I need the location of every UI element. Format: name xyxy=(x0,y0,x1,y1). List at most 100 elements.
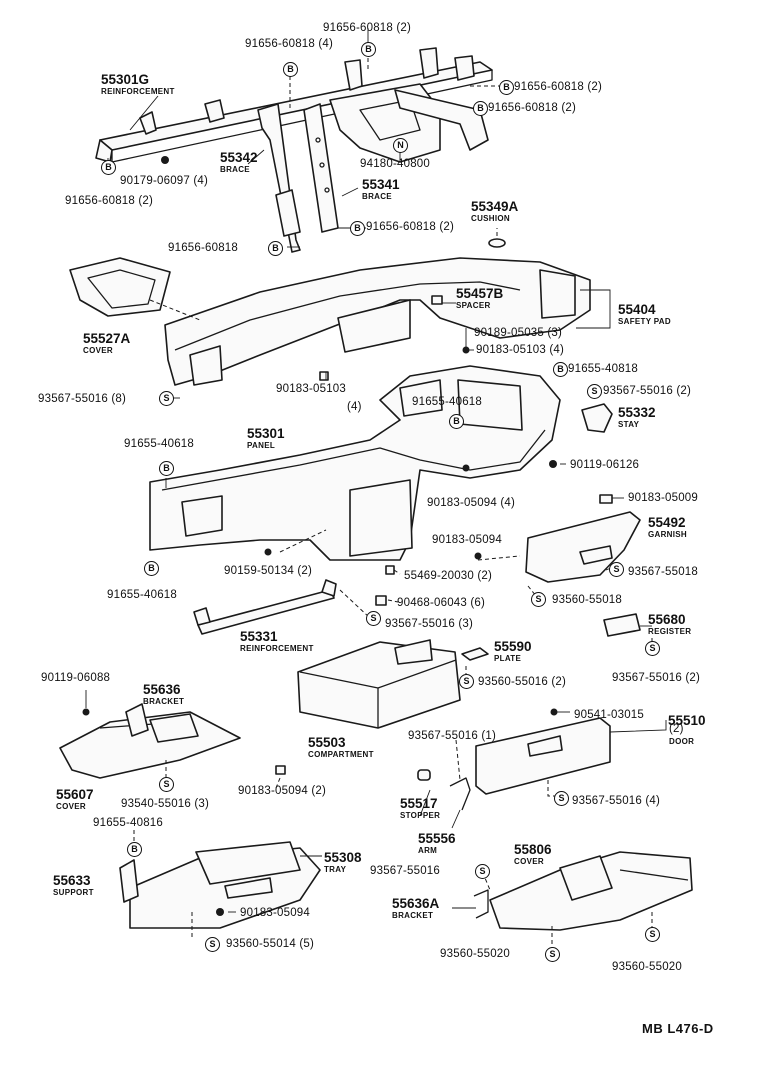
part-name: TRAY xyxy=(324,864,347,874)
part-number-label: 90159-50134 (2) xyxy=(224,565,313,577)
part-name: REINFORCEMENT xyxy=(101,86,175,96)
part-label-55332: 55332 STAY xyxy=(618,406,656,429)
part-name: REINFORCEMENT xyxy=(240,643,314,653)
panel-55301-drawing xyxy=(149,365,561,561)
part-number-label: 93567-55016 (8) xyxy=(38,393,127,405)
screw-symbol-s: S xyxy=(475,864,490,879)
stopper-55517-drawing xyxy=(417,769,431,781)
part-number-label: 91655-40818 xyxy=(568,363,638,375)
part-number: 55510 xyxy=(668,713,706,728)
part-number: 55331 xyxy=(240,629,278,644)
plate-55590-drawing xyxy=(461,647,489,661)
door-55510-drawing xyxy=(475,717,611,795)
part-number-label: 90183-05009 xyxy=(628,492,698,504)
part-number-label: 93567-55016 (2) xyxy=(612,672,701,684)
nut-symbol-n: N xyxy=(393,138,408,153)
part-number-label: 90183-05094 (2) xyxy=(238,785,327,797)
part-number-label: 90183-05103 xyxy=(276,383,346,395)
screw-symbol-s: S xyxy=(545,947,560,962)
part-name: DOOR xyxy=(669,737,695,746)
part-label-55636: 55636 BRACKET xyxy=(143,683,184,706)
screw-symbol-s: S xyxy=(531,592,546,607)
part-label-55301: 55301 PANEL xyxy=(247,427,285,450)
bracket-55636-drawing xyxy=(125,703,149,737)
part-number: 55342 xyxy=(220,150,258,165)
part-number-label: 91655-40618 xyxy=(124,438,194,450)
part-label-55680: 55680 REGISTER xyxy=(648,613,691,636)
part-number: 55349A xyxy=(471,199,519,214)
part-number-label: 91656-60818 (2) xyxy=(488,102,577,114)
part-number-label: 90468-06043 (6) xyxy=(397,597,486,609)
screw-symbol-s: S xyxy=(645,927,660,942)
center-bracket-drawing xyxy=(329,83,489,163)
part-number-label: (4) xyxy=(347,401,362,413)
part-label-55331: 55331 REINFORCEMENT xyxy=(240,630,314,653)
reinforcement-55331-drawing xyxy=(193,579,337,635)
part-number-label: 91656-60818 (2) xyxy=(514,81,603,93)
part-label-55492: 55492 GARNISH xyxy=(648,516,687,539)
part-name: ARM xyxy=(418,845,438,855)
bracket-55636a-drawing xyxy=(473,889,489,919)
part-label-55342: 55342 BRACE xyxy=(220,151,258,174)
bolt-symbol-b: B xyxy=(101,160,116,175)
reinforcement-55301g-drawing xyxy=(95,47,493,163)
part-number-label: 91656-60818 (2) xyxy=(65,195,154,207)
part-name: COVER xyxy=(514,856,544,866)
part-number-label: 90119-06088 xyxy=(41,672,111,684)
part-label-55404: 55404 SAFETY PAD xyxy=(618,303,671,326)
bolt-symbol-b: B xyxy=(553,362,568,377)
part-number-label: 91656-60818 (2) xyxy=(366,221,455,233)
brace-55341-drawing xyxy=(303,103,339,233)
part-number-label: 91655-40816 xyxy=(93,817,163,829)
part-label-55633: 55633 SUPPORT xyxy=(53,874,94,897)
part-number-label: 93560-55016 (2) xyxy=(478,676,567,688)
part-name: COVER xyxy=(56,801,86,811)
part-number: 55332 xyxy=(618,405,656,420)
part-name: GARNISH xyxy=(648,529,687,539)
part-number-label: 94180-40800 xyxy=(360,158,430,170)
part-name: COVER xyxy=(83,345,113,355)
bolt-symbol-b: B xyxy=(499,80,514,95)
part-name: BRACE xyxy=(220,164,250,174)
part-number: 55301 xyxy=(247,426,285,441)
part-number-label: 93560-55018 xyxy=(552,594,622,606)
part-number-label: 90541-03015 xyxy=(574,709,644,721)
screw-symbol-s: S xyxy=(159,777,174,792)
part-number-label: 93567-55016 (2) xyxy=(603,385,692,397)
part-name: SPACER xyxy=(456,300,491,310)
screw-symbol-s: S xyxy=(205,937,220,952)
part-number: 55517 xyxy=(400,796,438,811)
bolt-symbol-b: B xyxy=(283,62,298,77)
part-number: 55341 xyxy=(362,177,400,192)
part-number-label: 90183-05103 (4) xyxy=(476,344,565,356)
part-number-label: 93560-55020 xyxy=(612,961,682,973)
part-number: 55527A xyxy=(83,331,131,346)
bolt-symbol-b: B xyxy=(361,42,376,57)
part-number: 55301G xyxy=(101,72,150,87)
part-number-label: 93567-55016 (3) xyxy=(385,618,474,630)
part-name: BRACKET xyxy=(143,696,185,706)
cover-55806-drawing xyxy=(489,851,693,931)
part-number: 55636 xyxy=(143,682,181,697)
bolt-symbol-b: B xyxy=(144,561,159,576)
bolt-symbol-b: B xyxy=(159,461,174,476)
part-number: 55556 xyxy=(418,831,456,846)
part-label-55607: 55607 COVER xyxy=(56,788,94,811)
bolt-symbol-b: B xyxy=(127,842,142,857)
part-number-label: 91655-40618 xyxy=(107,589,177,601)
part-number: 55590 xyxy=(494,639,532,654)
part-label-55308: 55308 TRAY xyxy=(324,851,362,874)
part-number: 55308 xyxy=(324,850,362,865)
stay-55332-drawing xyxy=(581,403,613,433)
part-number-label: 90119-06126 xyxy=(570,459,640,471)
part-number-label: 93567-55016 (4) xyxy=(572,795,661,807)
part-label-55556: 55556 ARM xyxy=(418,832,456,855)
bolt-symbol-b: B xyxy=(350,221,365,236)
part-name: PANEL xyxy=(247,440,276,450)
part-label-55527a: 55527A COVER xyxy=(83,332,130,355)
part-number-label: 90179-06097 (4) xyxy=(120,175,209,187)
part-number-label: 90189-05035 (3) xyxy=(474,327,563,339)
part-name: BRACE xyxy=(362,191,392,201)
part-name: PLATE xyxy=(494,653,522,663)
part-name: CUSHION xyxy=(471,213,510,223)
